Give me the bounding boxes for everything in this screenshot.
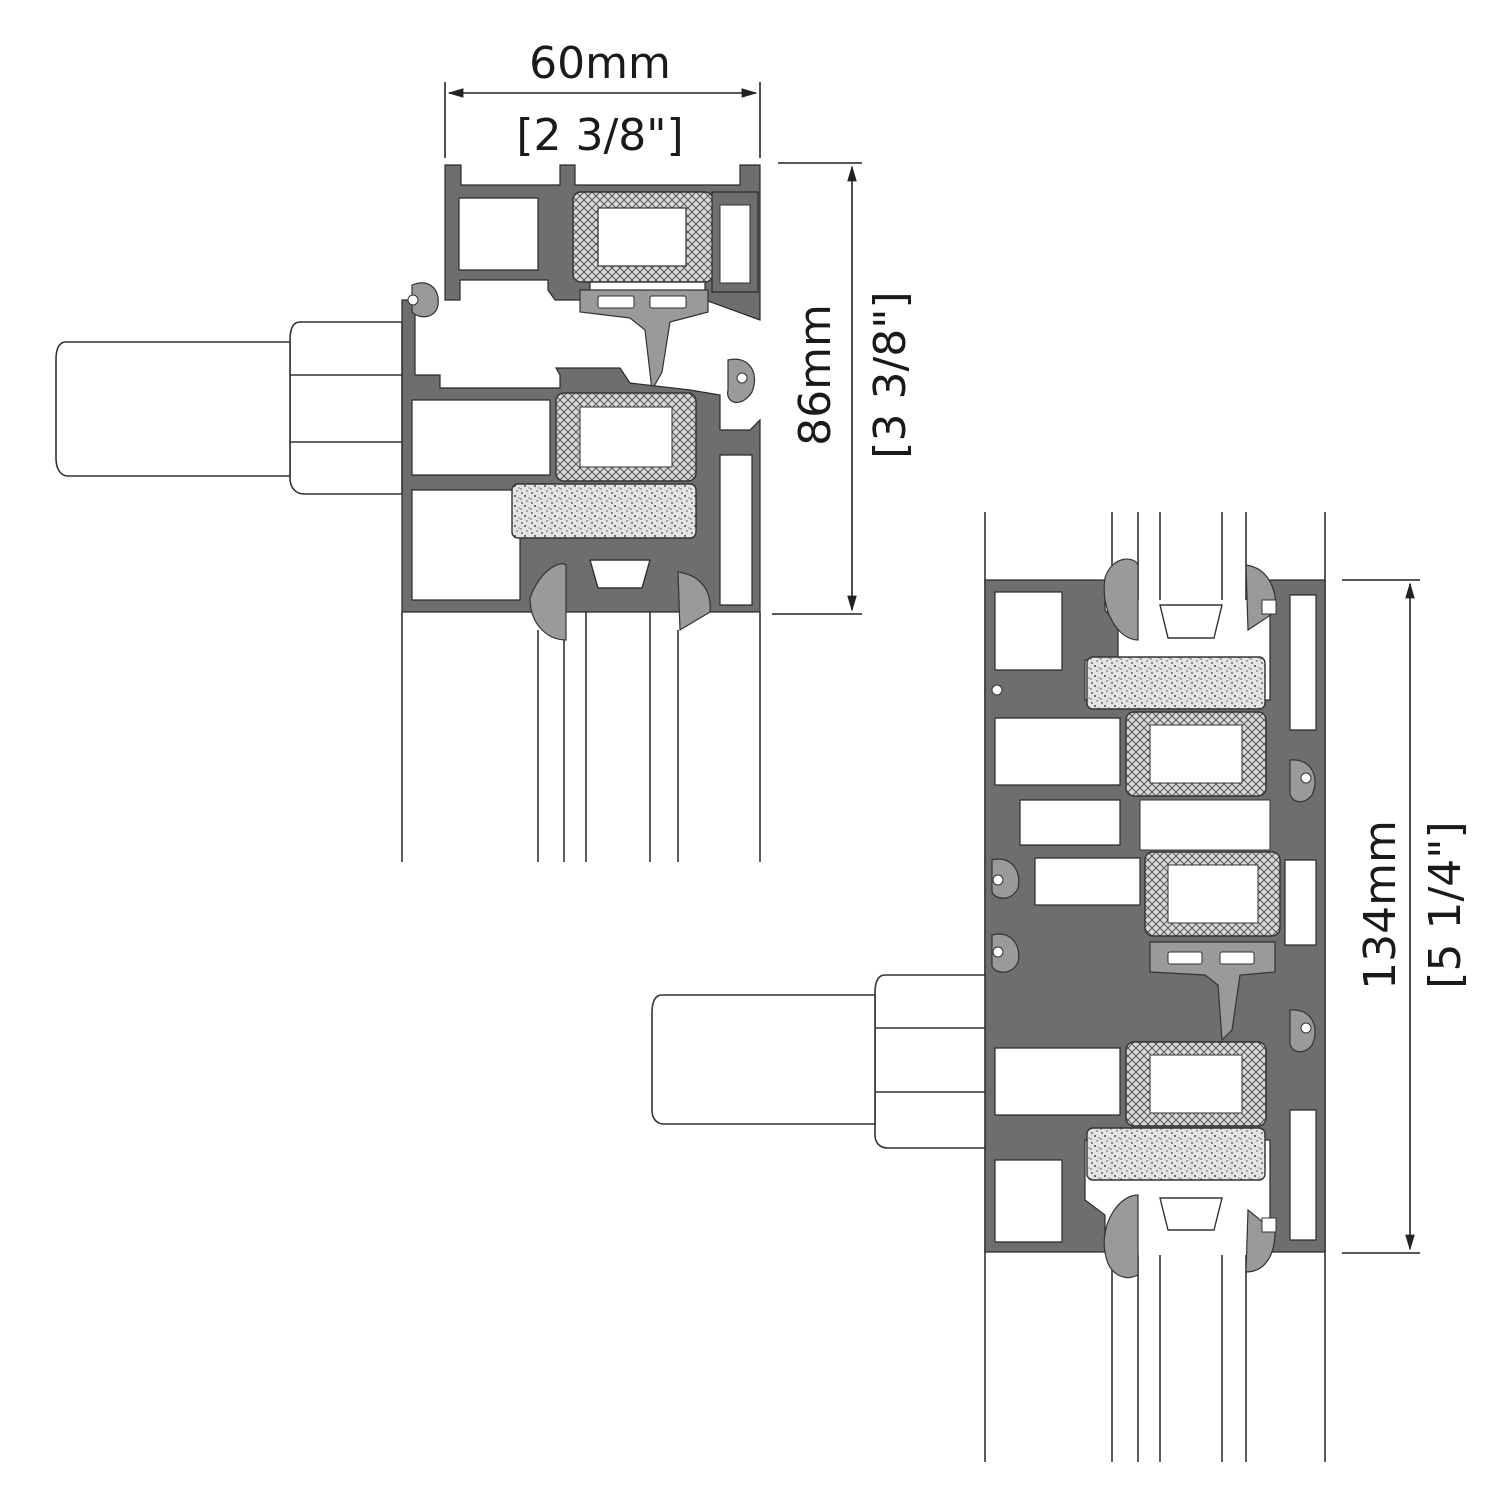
dimension-height-86: 86mm [3 3/8"] [772, 162, 916, 615]
width-mm-label: 60mm [529, 38, 671, 89]
handle-top [55, 321, 403, 495]
glazing-foam-top [511, 483, 697, 539]
seal-left-top [411, 282, 439, 318]
glazing-foam-bottom-top [1086, 656, 1266, 710]
height-134-inch-label: [5 1/4"] [1420, 821, 1471, 988]
height-86-inch-label: [3 3/8"] [865, 291, 916, 458]
dimension-height-134: 134mm [5 1/4"] [1342, 579, 1471, 1254]
handle-bottom [651, 974, 986, 1149]
height-86-mm-label: 86mm [790, 304, 841, 446]
glazing-gasket-right-top [677, 571, 711, 632]
thermal-break-top-b-inner [579, 406, 673, 468]
glazing-gasket-top-left [1103, 558, 1139, 641]
glazing-gasket-bottom-left [1103, 1194, 1139, 1279]
center-gasket [579, 289, 709, 392]
height-134-mm-label: 134mm [1355, 820, 1406, 990]
thermal-break-top-a-inner [597, 207, 687, 267]
seal-left-top-bead [407, 294, 419, 306]
glazing-foam-bottom-low [1086, 1127, 1266, 1181]
width-inch-label: [2 3/8"] [516, 110, 683, 161]
center-gasket-bottom [1149, 941, 1276, 1042]
dimension-width-60: 60mm [2 3/8"] [444, 38, 761, 161]
frame-right-chamber-inner [719, 204, 751, 284]
section-60-profile: 60mm [2 3/8"] 86mm [3 3/8"] [55, 38, 916, 862]
section-134-profile: 134mm [5 1/4"] [651, 512, 1471, 1462]
glazing-gasket-left-top [529, 563, 567, 641]
glass-spacer-top [589, 559, 651, 589]
